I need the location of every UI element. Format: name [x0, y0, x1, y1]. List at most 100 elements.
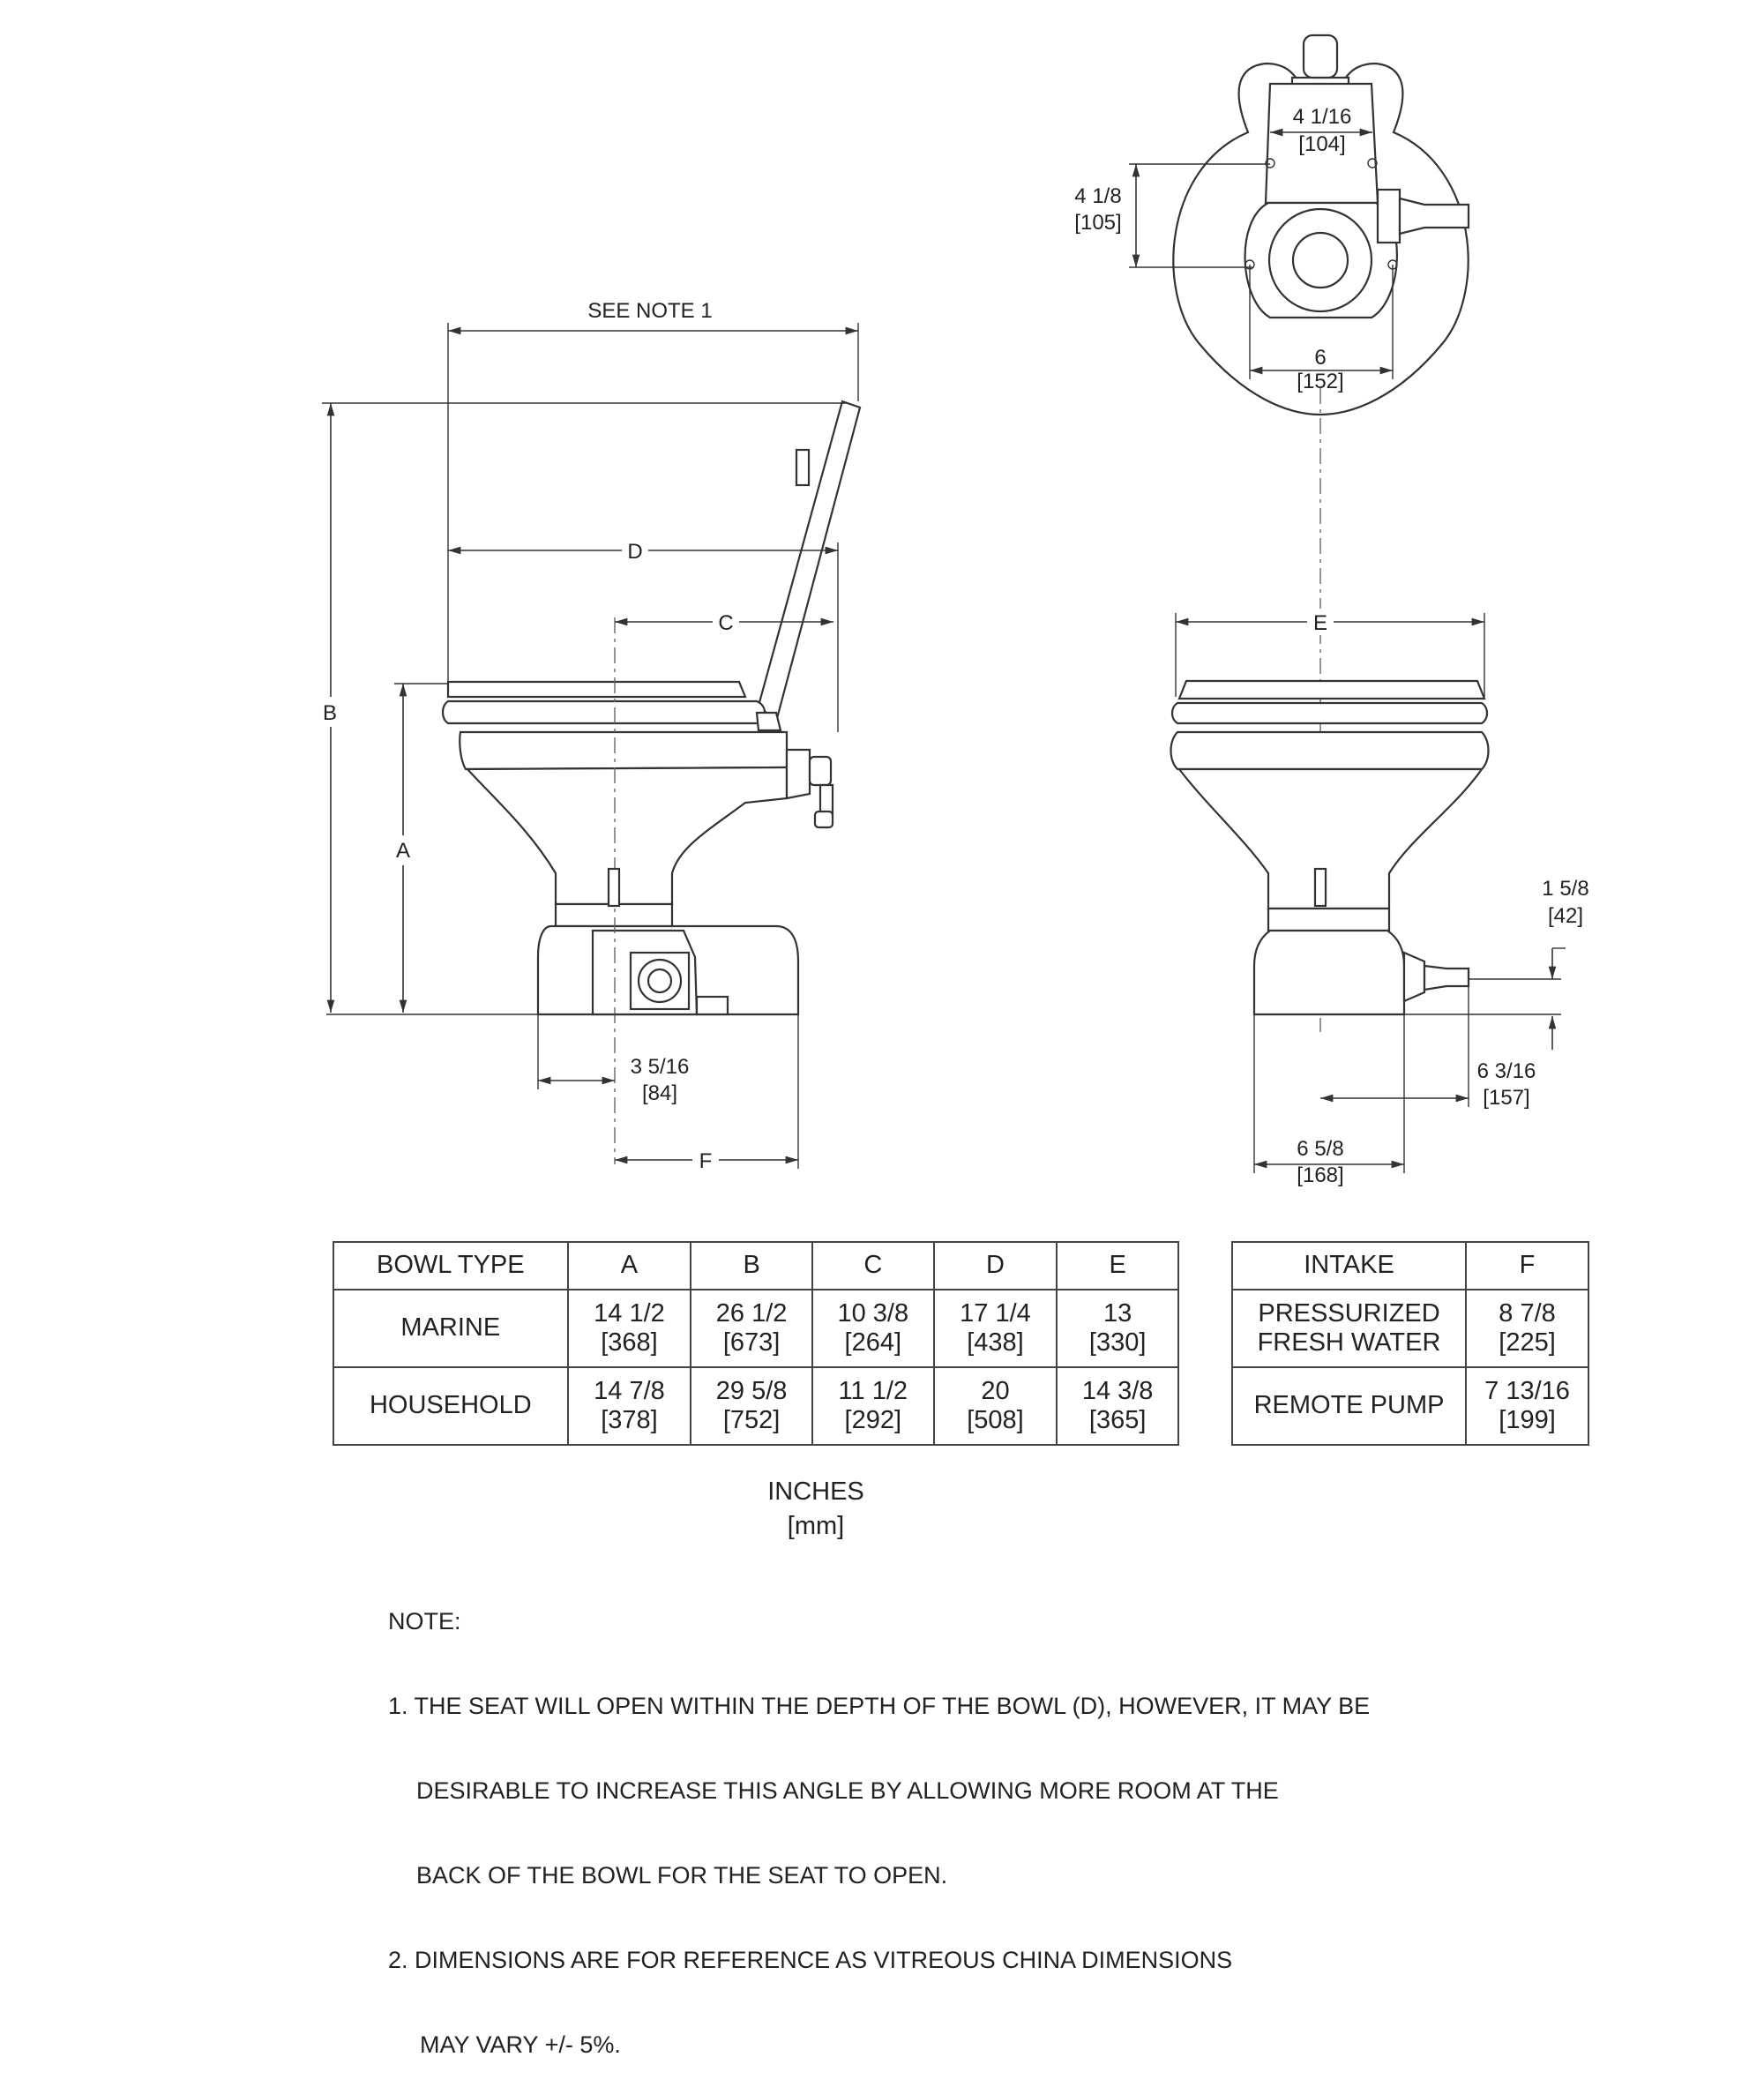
side-view-dim-a-gap	[390, 835, 416, 865]
bowl-table-header-d: D	[932, 1241, 1058, 1290]
dimension-cell: 14 1/2[368]	[566, 1289, 692, 1368]
top-view-ring-inner	[1291, 231, 1349, 289]
front-view-dim-intake-offset-mm: [157]	[1483, 1086, 1529, 1110]
top-view-dim-top-mm: [104]	[1298, 132, 1345, 156]
front-view-bowl	[1177, 767, 1484, 910]
front-view-intake-hose-barb	[1423, 964, 1470, 991]
dimension-mm: [508]	[967, 1406, 1024, 1434]
side-view-dim-base-mm: [84]	[642, 1081, 677, 1105]
front-view: E 1 5/8 [42] 6 3/16 [157] 6 5/8 [168]	[1170, 388, 1589, 1187]
side-view-bowl-rear-bracket	[785, 748, 811, 800]
dimension-cell: 20[508]	[932, 1366, 1058, 1446]
top-view-dim-side-inches: 4 1/8	[1074, 184, 1121, 208]
notes-title: NOTE:	[388, 1608, 461, 1634]
side-view-discharge-port-inner	[647, 968, 673, 994]
side-view-dim-c-gap	[713, 609, 739, 635]
dimension-drawing: 4 1/16 [104] 4 1/8 [105] 6 [152]	[318, 34, 1589, 1187]
table-row: MARINE 14 1/2[368] 26 1/2[673] 10 3/8[26…	[333, 1289, 1179, 1368]
intake-table-header-intake: INTAKE	[1230, 1241, 1468, 1290]
table-row: REMOTE PUMP 7 13/16[199]	[1230, 1366, 1589, 1446]
dimension-mm: [292]	[844, 1406, 902, 1434]
dimension-inches: 14 7/8	[594, 1376, 665, 1405]
dimension-cell: 17 1/4[438]	[932, 1289, 1058, 1368]
dimension-mm: [225]	[1499, 1328, 1556, 1357]
dimension-inches: 26 1/2	[715, 1298, 788, 1328]
side-view-label-f: F	[699, 1149, 713, 1173]
dimension-inches: 29 5/8	[715, 1376, 788, 1405]
dimension-mm: [199]	[1499, 1406, 1556, 1434]
side-view-label-c: C	[718, 611, 733, 635]
dimension-cell: 14 3/8[365]	[1056, 1366, 1179, 1446]
side-view-dim-f-gap	[692, 1147, 719, 1173]
side-view: SEE NOTE 1 D C B A 3 5/16 [84] F	[318, 299, 862, 1173]
side-view-intake-fitting	[808, 755, 833, 787]
front-view-seat-ring	[1170, 701, 1489, 725]
front-view-label-e: E	[1313, 611, 1327, 635]
top-view-bolt-hole-right-upper	[1367, 158, 1378, 168]
units-legend: INCHES [mm]	[670, 1475, 961, 1544]
intake-type-cell: REMOTE PUMP	[1230, 1366, 1468, 1446]
dimension-inches: 14 3/8	[1081, 1376, 1154, 1405]
front-view-bowl-rim	[1170, 730, 1490, 771]
note-line: 2. DIMENSIONS ARE FOR REFERENCE AS VITRE…	[388, 1947, 1233, 1973]
dimension-inches: 8 7/8	[1499, 1298, 1556, 1328]
dimension-cell: 11 1/2[292]	[811, 1366, 935, 1446]
side-view-lid-hinge-tab	[795, 448, 811, 487]
top-view-intake-fitting	[1376, 188, 1401, 244]
note-line: BACK OF THE BOWL FOR THE SEAT TO OPEN.	[416, 1862, 948, 1889]
front-view-dim-base-width-inches: 6 5/8	[1297, 1137, 1343, 1161]
top-view-dim-top-inches: 4 1/16	[1293, 105, 1352, 129]
dimension-mm: [378]	[601, 1406, 658, 1434]
units-inches: INCHES	[767, 1477, 864, 1506]
side-view-seat-hinge	[755, 711, 782, 732]
side-view-drain-pin	[607, 867, 621, 908]
side-view-bowl	[465, 766, 789, 906]
bowl-type-cell: MARINE	[333, 1289, 569, 1368]
top-view-intake-hose-barb	[1398, 197, 1470, 236]
dimension-inches: 10 3/8	[837, 1298, 909, 1328]
front-view-dim-intake-height-mm: [42]	[1548, 904, 1583, 928]
side-view-label-b: B	[323, 701, 337, 725]
dimension-inches: 11 1/2	[838, 1376, 908, 1405]
dimension-inches: 7 13/16	[1484, 1376, 1570, 1405]
bowl-type-cell: HOUSEHOLD	[333, 1366, 569, 1446]
front-view-dim-e-gap	[1307, 609, 1334, 635]
side-view-intake-outlet	[813, 810, 834, 829]
dimension-mm: [368]	[601, 1328, 658, 1357]
dimension-inches: 17 1/4	[960, 1298, 1031, 1328]
intake-type-line: PRESSURIZED	[1258, 1298, 1440, 1328]
intake-type-line: FRESH WATER	[1257, 1328, 1441, 1357]
dimension-mm: [365]	[1088, 1406, 1147, 1434]
side-view-label-d: D	[627, 540, 642, 564]
note-line: 1. THE SEAT WILL OPEN WITHIN THE DEPTH O…	[388, 1693, 1371, 1719]
top-view-dim-side-mm: [105]	[1074, 211, 1121, 235]
dimension-mm: [673]	[722, 1328, 781, 1357]
top-view-dim-bottom-inches: 6	[1314, 346, 1326, 370]
bowl-table-header-c: C	[811, 1241, 935, 1290]
dimension-cell: 14 7/8[378]	[566, 1366, 692, 1446]
dimension-mm: [438]	[967, 1328, 1024, 1357]
side-view-label-a: A	[396, 839, 410, 863]
side-view-motor-foot	[695, 995, 729, 1016]
side-view-dim-d-gap	[622, 536, 648, 563]
dimension-cell: 26 1/2[673]	[690, 1289, 813, 1368]
dimension-cell: 13[330]	[1056, 1289, 1179, 1368]
bowl-table-header-b: B	[690, 1241, 813, 1290]
dimension-inches: 13	[1103, 1298, 1132, 1328]
front-view-intake-fitting	[1402, 951, 1426, 1003]
bowl-table-header-e: E	[1056, 1241, 1179, 1290]
side-view-dim-base-inches: 3 5/16	[631, 1055, 690, 1079]
front-view-base-collar	[1267, 907, 1391, 932]
dimension-mm: [752]	[722, 1406, 781, 1434]
dimension-mm: [330]	[1088, 1328, 1147, 1357]
dimension-cell: 29 5/8[752]	[690, 1366, 813, 1446]
dimension-cell: 8 7/8[225]	[1465, 1289, 1589, 1368]
top-view: 4 1/16 [104] 4 1/8 [105] 6 [152]	[1074, 34, 1470, 416]
intake-table-header-f: F	[1465, 1241, 1589, 1290]
dimension-cell: 7 13/16[199]	[1465, 1366, 1589, 1446]
front-view-dim-intake-height-inches: 1 5/8	[1542, 877, 1588, 901]
units-mm: [mm]	[787, 1512, 845, 1541]
side-view-base-collar	[554, 902, 674, 928]
